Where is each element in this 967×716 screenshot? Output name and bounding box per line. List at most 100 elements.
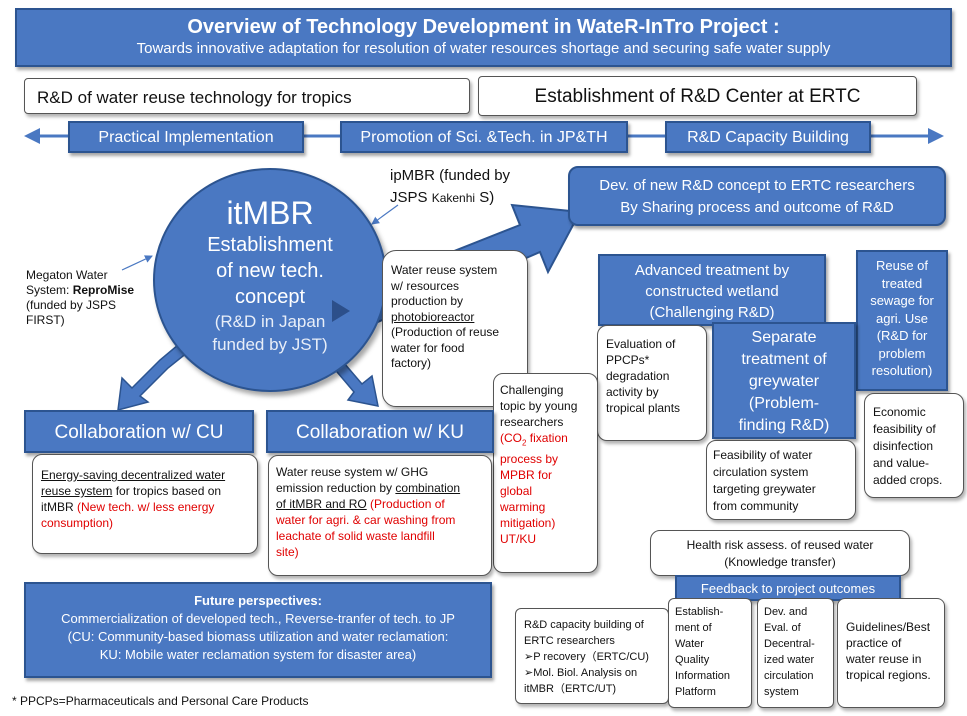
feasibility-l3: targeting greywater [713,482,816,496]
cu-desc-t3: itMBR [41,500,77,514]
wq-l5: Information [675,670,731,682]
capbuild-l5: itMBR（ERTC/UT) [524,683,617,695]
megaton-bold: ReproMise [72,283,135,297]
reuse-agri-l1: Reuse of [875,258,929,273]
reuse-agri-l7: resolution) [871,363,933,378]
cu-desc-u2: reuse system [41,484,113,498]
practical-text: Practical Implementation [98,129,274,146]
ipmbr-arrow [371,204,399,225]
itmbr-line5: funded by JST) [212,335,328,354]
capbuild-l1: R&D capacity building of [524,619,644,631]
collab-cu-box: Collaboration w/ CU [24,410,254,453]
young-r2: process by [500,452,559,467]
megaton-arrow [121,255,153,271]
young-l2: topic by young [500,399,578,413]
photobioreactor-box: Water reuse system w/ resources producti… [382,250,528,407]
reuse-agri-l5: (R&D for [876,328,928,343]
capbuild-l2: ERTC researchers [524,635,615,647]
reuse-agri-l3: sewage for [870,293,934,308]
collab-ku-label: Collaboration w/ KU [296,422,464,443]
future-l3: KU: Mobile water reclamation system for … [99,647,417,662]
young-r3: MPBR for [500,468,553,483]
capbuild-l4: ➢Mol. Biol. Analysis on [524,667,638,679]
capacity-building-box: R&D capacity building of ERTC researcher… [515,608,669,704]
wetland-line3: (Challenging R&D) [649,304,775,321]
young-l1: Challenging [500,383,564,397]
promotion-text: Promotion of Sci. &Tech. in JP&TH [360,129,608,146]
double-arrow-left-head [24,128,40,144]
ku-desc-box: Water reuse system w/ GHG emission reduc… [268,455,492,576]
wetland-box: Advanced treatment by constructed wetlan… [598,254,826,326]
photobio-line5: (Production of reuse [391,325,500,339]
capbuild-l3: ➢P recovery（ERTC/CU) [524,651,649,663]
cu-desc-u1: Energy-saving decentralized water [41,468,226,482]
wq-l1: Establish- [675,606,724,618]
greywater-l4: (Problem- [748,395,820,412]
ipmbr-line1: ipMBR (funded by [390,167,511,184]
future-perspectives-box: Future perspectives: Commercialization o… [24,582,492,678]
wq-l3: Water [675,638,704,650]
reuse-agri-l4: agri. Use [875,310,929,326]
cu-desc-t2: for tropics based on [112,484,222,498]
ipmbr-s: S) [475,189,495,206]
header-banner: Overview of Technology Development in Wa… [15,8,952,67]
header-subtitle: Towards innovative adaptation for resolu… [136,40,831,57]
photobio-line1: Water reuse system [391,263,498,277]
guidelines-box: Guidelines/Best practice of water reuse … [837,598,945,708]
header-title: Overview of Technology Development in Wa… [187,16,780,38]
ku-desc-u3: of itMBR and RO [276,497,367,511]
ipmbr-note: ipMBR (funded by JSPS Kakenhi S) [390,165,540,209]
ppcps-l2: PPCPs* [606,353,650,367]
feasibility-l2: circulation system [713,465,809,479]
decentral-l5: circulation [764,670,814,682]
health-l1: Health risk assess. of reused water [686,538,874,552]
photobio-line3: production by [391,294,464,308]
cu-desc-box: Energy-saving decentralized water reuse … [32,454,258,554]
greywater-l5: finding R&D) [738,417,830,434]
ppcps-l5: tropical plants [606,401,681,415]
ertc-text: Establishment of R&D Center at ERTC [534,86,861,107]
practical-implementation-label: Practical Implementation [68,121,304,153]
megaton-note: Megaton Water System: ReproMise (funded … [26,268,156,328]
health-l2: (Knowledge transfer) [724,555,836,569]
decentral-l2: Eval. of [764,622,801,634]
dev-concept-box: Dev. of new R&D concept to ERTC research… [568,166,946,226]
wq-l2: ment of [675,622,712,634]
footnote: * PPCPs=Pharmaceuticals and Personal Car… [12,694,309,708]
decentral-l3: Decentral- [764,638,815,650]
feasibility-l4: from community [713,499,799,513]
feedback-label: Feedback to project outcomes [700,581,876,596]
decentral-l4: ized water [764,654,815,666]
cu-desc-r3: (New tech. w/ less energy [77,500,215,514]
economic-box: Economic feasibility of disinfection and… [864,393,964,498]
megaton-line3: (funded by JSPS [26,298,117,312]
ku-desc-r6: site) [276,545,299,559]
young-r1b: fixation [526,431,568,445]
reuse-agri-l6: problem [878,345,926,361]
promotion-label: Promotion of Sci. &Tech. in JP&TH [340,121,628,153]
wq-l6: Platform [675,686,716,698]
dev-concept-line1: Dev. of new R&D concept to ERTC research… [599,177,915,194]
itmbr-line1: Establishment [207,234,333,256]
itmbr-title: itMBR [226,195,314,231]
feasibility-box: Feasibility of water circulation system … [706,440,856,520]
young-r4: global [500,484,533,499]
photobio-line7: factory) [391,356,432,370]
guidelines-l2: practice of [846,636,902,650]
photobio-line4: photobioreactor [391,309,475,324]
collab-cu-label: Collaboration w/ CU [54,422,224,443]
econ-l5: added crops. [873,473,943,487]
ku-desc-t1: Water reuse system w/ GHG [276,465,429,479]
double-arrow-right-head [928,128,944,144]
ppcps-l1: Evaluation of [606,337,676,351]
wetland-line2: constructed wetland [645,283,779,300]
itmbr-circle: itMBR Establishment of new tech. concept… [153,168,387,392]
econ-l3: disinfection [873,439,934,453]
future-l2: (CU: Community-based biomass utilization… [67,629,449,644]
health-risk-box: Health risk assess. of reused water (Kno… [650,530,910,576]
greywater-l3: greywater [748,373,820,390]
rd-reuse-text: R&D of water reuse technology for tropic… [37,88,352,107]
future-title: Future perspectives: [194,593,322,608]
young-l3: researchers [500,415,564,429]
future-l1: Commercialization of developed tech., Re… [61,611,455,626]
